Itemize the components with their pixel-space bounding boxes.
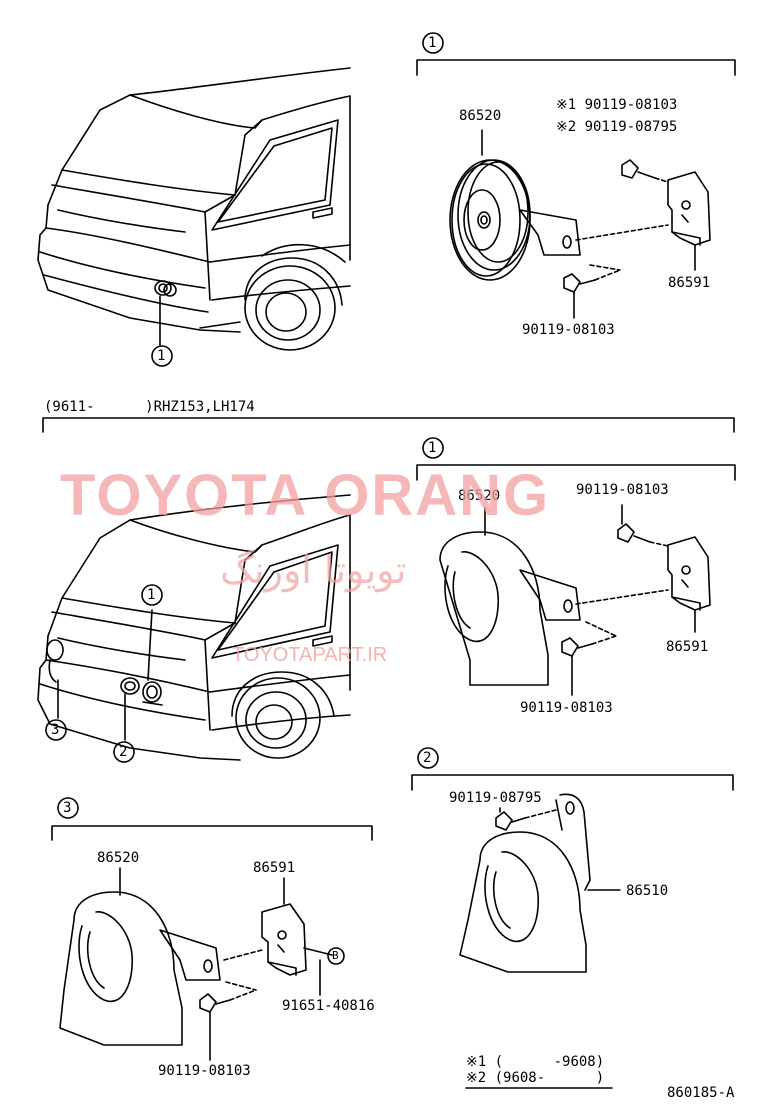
bolts-section-3 xyxy=(199,947,345,1061)
callouts-bottom-vehicle xyxy=(45,584,163,763)
part-86591-bottom: 86591 xyxy=(666,639,709,655)
bolt-90119-08795 xyxy=(495,807,557,831)
callout-label-1-bottom-vehicle: 1 xyxy=(147,587,156,603)
bolt-90119-08103-top xyxy=(563,224,669,319)
part-86510: 86510 xyxy=(626,883,669,899)
part-91651-40816: 91651-40816 xyxy=(282,998,375,1014)
horn-86520-bottom xyxy=(439,507,581,686)
part-90119-08103-top: 90119-08103 xyxy=(522,322,615,338)
horn-86520-section-3 xyxy=(59,867,221,1046)
section-1-top-callout: 1 xyxy=(428,35,437,51)
horn-86520-top xyxy=(449,129,581,281)
section-3-bracket-line xyxy=(51,797,373,841)
figure-id: 860185-A xyxy=(667,1085,735,1101)
section-2-bracket-line xyxy=(411,747,734,791)
circle-b-label: B xyxy=(332,949,339,962)
applicability-bracket-line xyxy=(42,417,735,433)
bolt-note-2: ※2 90119-08795 xyxy=(556,119,678,135)
part-90119-08103-bottom-lower: 90119-08103 xyxy=(520,700,613,716)
bracket-86591-section-3 xyxy=(261,877,307,976)
callout-1-top-vehicle xyxy=(151,345,173,367)
part-90119-08103-bottom-upper: 90119-08103 xyxy=(576,482,669,498)
watermark-site: TOYOTAPART.IR xyxy=(232,644,388,666)
part-90119-08795: 90119-08795 xyxy=(449,790,542,806)
bolt-note-1: ※1 90119-08103 xyxy=(556,97,678,113)
bolts-section-1-bottom xyxy=(561,504,669,696)
bolt-note-top xyxy=(621,159,669,183)
vehicle-bottom-illustration xyxy=(37,494,351,761)
footnote-2: ※2 (9608- ) xyxy=(466,1070,605,1086)
section-1-bottom-callout: 1 xyxy=(428,440,437,456)
section-1-top-bracket-line xyxy=(416,32,736,76)
part-86520-top: 86520 xyxy=(459,108,502,124)
bracket-86591-top xyxy=(667,171,711,271)
bracket-86591-bottom xyxy=(667,536,711,633)
part-86520-section-3: 86520 xyxy=(97,850,140,866)
vehicle-top-illustration xyxy=(37,67,351,351)
callout-label-3-bottom-vehicle: 3 xyxy=(51,722,60,738)
applicability-label: (9611- )RHZ153,LH174 xyxy=(44,399,255,415)
callout-label-2-bottom-vehicle: 2 xyxy=(119,744,128,760)
horn-86510 xyxy=(459,793,621,973)
part-86591-section-3: 86591 xyxy=(253,860,296,876)
footnote-1: ※1 ( -9608) xyxy=(466,1054,605,1070)
watermark-brand: TOYOTA ORANG xyxy=(60,463,551,528)
section-3-callout: 3 xyxy=(63,800,72,816)
part-90119-08103-section-3: 90119-08103 xyxy=(158,1063,251,1079)
watermark-farsi: تویوتا اورنگ xyxy=(220,548,407,592)
part-86520-bottom: 86520 xyxy=(458,488,501,504)
section-1-bottom-bracket-line xyxy=(416,437,736,481)
part-86591-top: 86591 xyxy=(668,275,711,291)
section-2-callout: 2 xyxy=(423,750,432,766)
callout-label-1-top-vehicle: 1 xyxy=(157,348,166,364)
